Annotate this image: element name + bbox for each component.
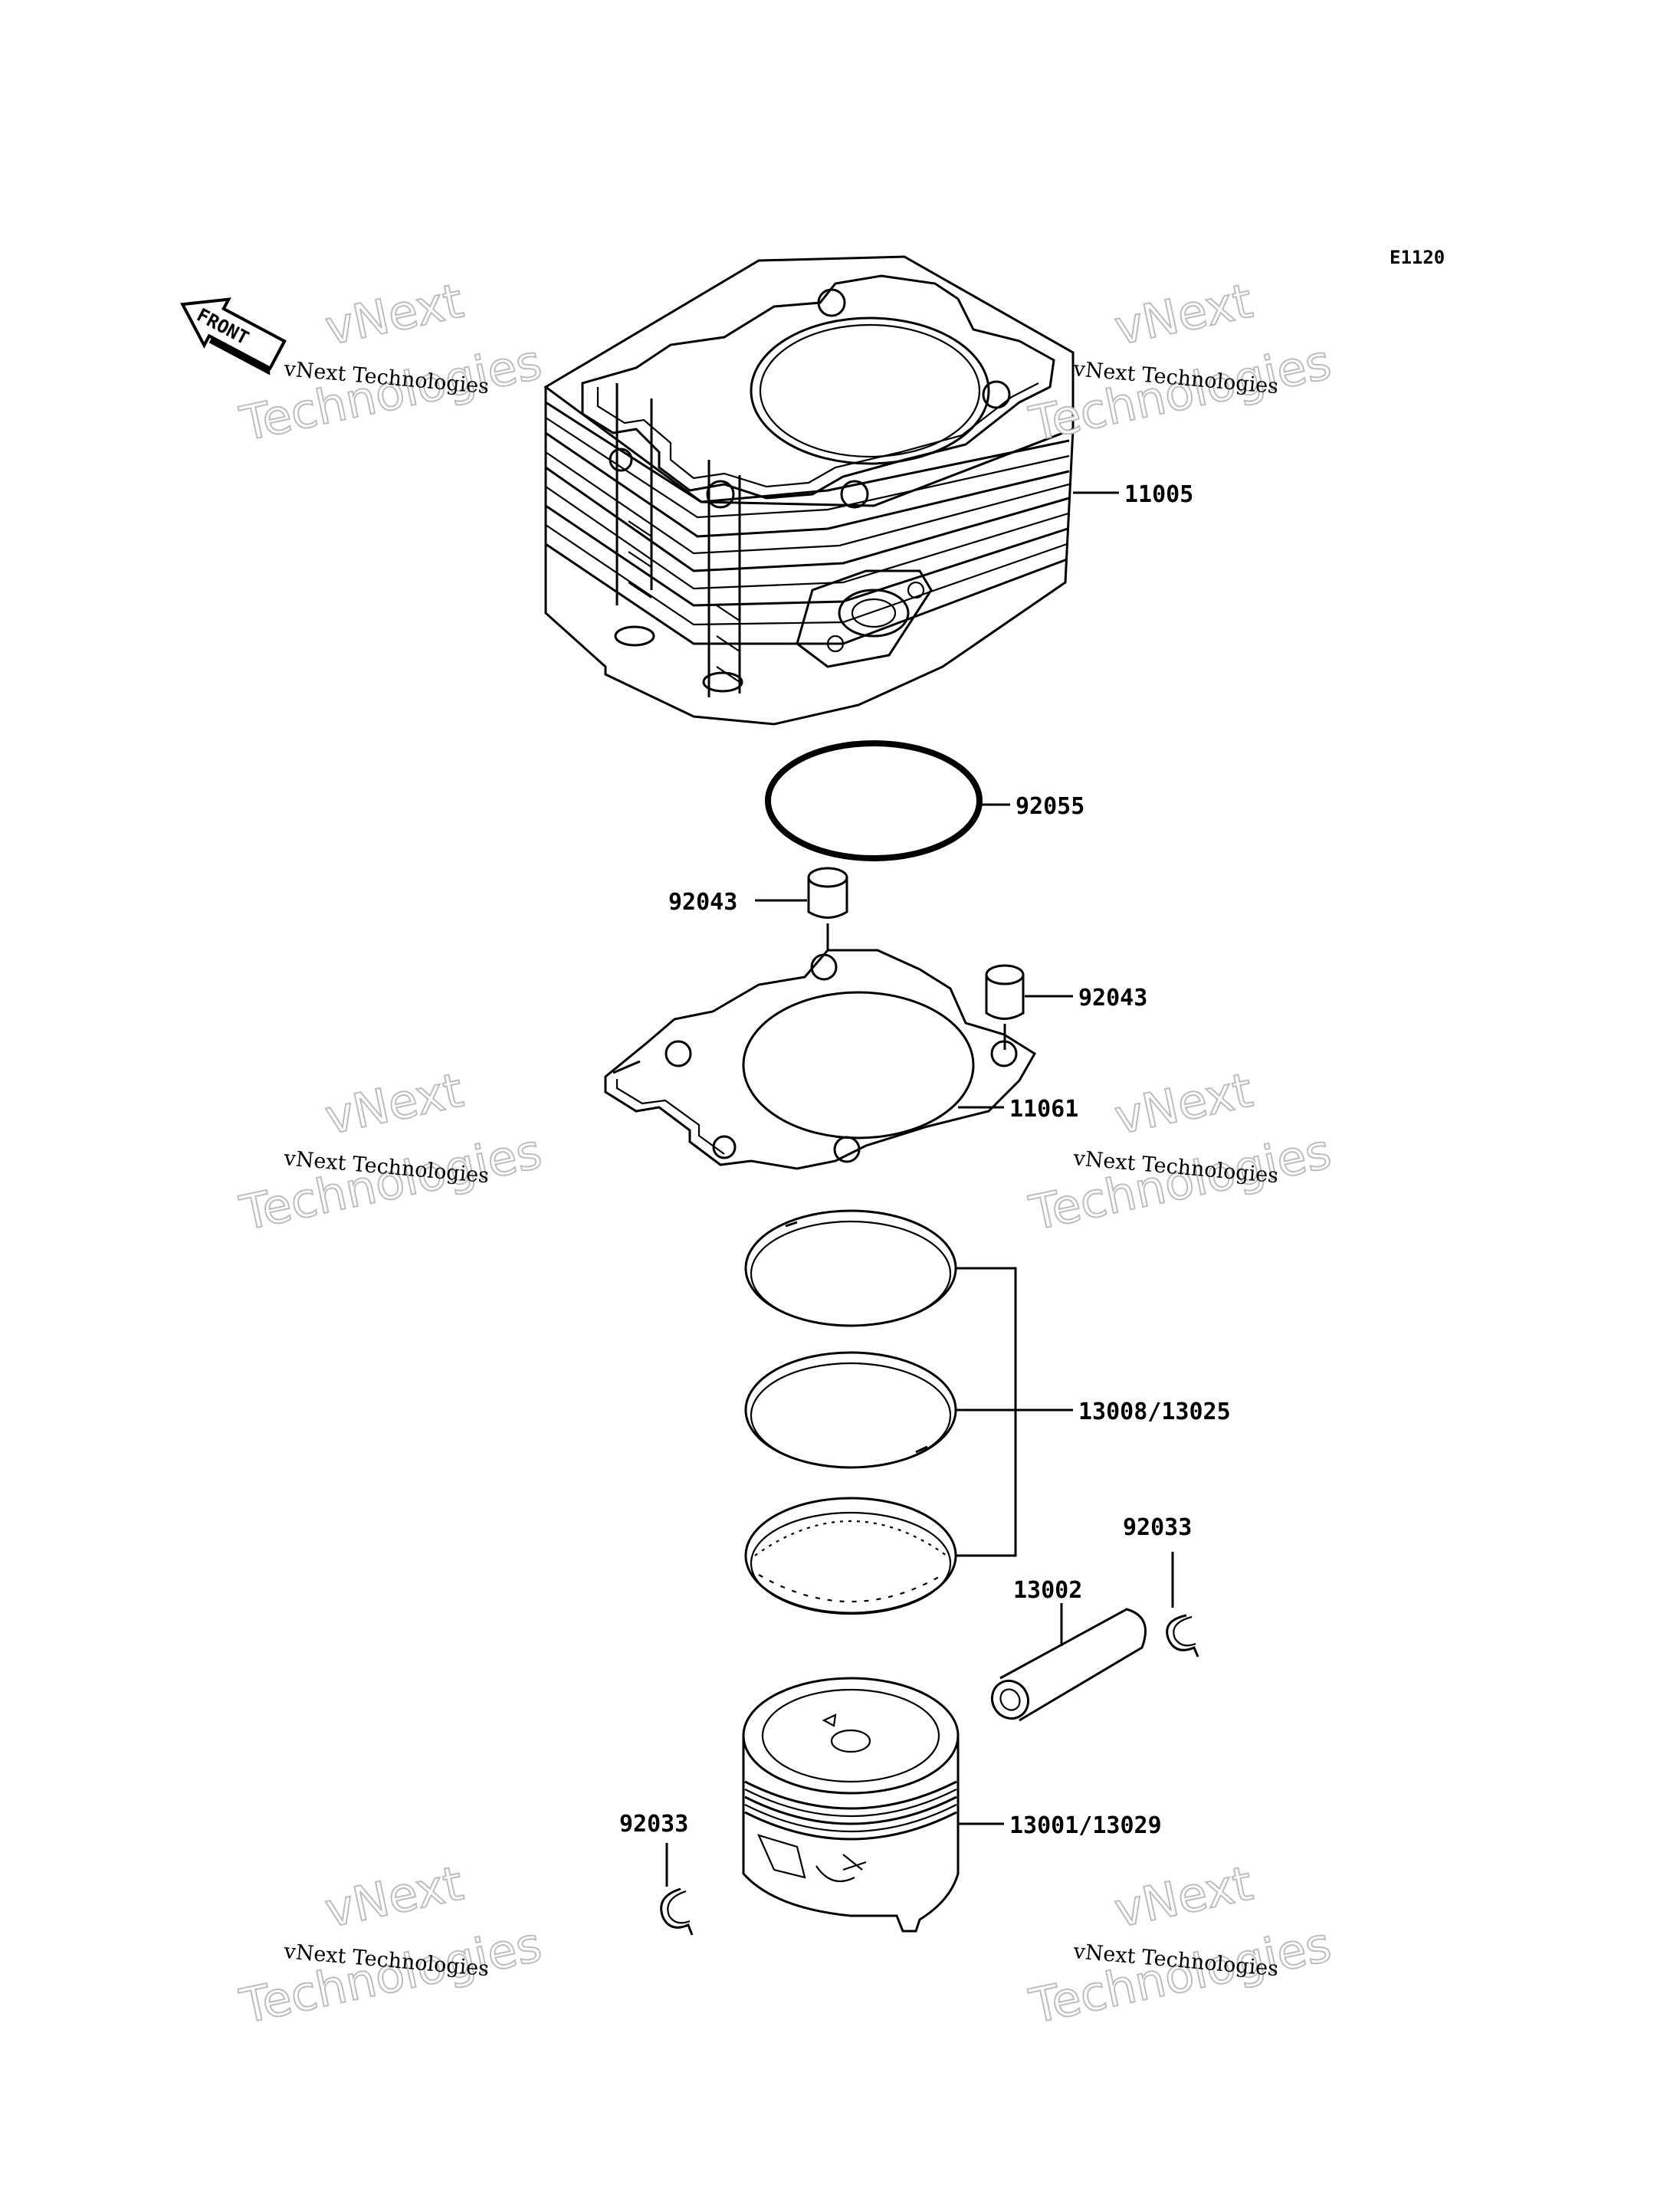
part-label-92055: 92055 — [1016, 793, 1084, 820]
part-label-11005: 11005 — [1124, 481, 1193, 508]
svg-text:vNext: vNext — [1110, 273, 1257, 356]
front-arrow-icon: FRONT — [180, 297, 287, 375]
svg-text:vNext: vNext — [320, 1855, 468, 1939]
part-label-92043-left: 92043 — [668, 889, 737, 916]
watermark-top-right: vNext Technologies vNext Technologies — [1024, 272, 1337, 453]
part-label-92033-right: 92033 — [1123, 1514, 1192, 1541]
o-ring-drawing — [765, 740, 1010, 861]
watermark-bottom-right: vNext Technologies vNext Technologies — [1024, 1854, 1337, 2035]
diagram-code: E1120 — [1390, 247, 1445, 268]
part-label-13001-13029: 13001/13029 — [1009, 1812, 1162, 1839]
part-label-92043-right: 92043 — [1078, 985, 1147, 1012]
watermark-middle-right: vNext Technologies vNext Technologies — [1024, 1061, 1337, 1242]
svg-text:vNext: vNext — [320, 273, 468, 356]
circlip-right-drawing — [1166, 1552, 1199, 1658]
dowel-pin-right-drawing — [985, 964, 1073, 1050]
svg-text:Technologies: Technologies — [235, 1916, 546, 2034]
svg-text:vNext: vNext — [1110, 1855, 1257, 1939]
svg-text:vNext: vNext — [320, 1062, 468, 1146]
dowel-pin-left-drawing — [755, 867, 848, 950]
circlip-left-drawing — [660, 1843, 694, 1936]
piston-drawing — [742, 1677, 1004, 1933]
watermark-top-left: vNext Technologies vNext Technologies — [235, 272, 547, 453]
svg-text:Technologies: Technologies — [1025, 1916, 1336, 2034]
cylinder-drawing — [543, 255, 1119, 726]
svg-text:vNext: vNext — [1110, 1062, 1257, 1146]
svg-text:Technologies: Technologies — [235, 1123, 546, 1241]
part-label-13002: 13002 — [1013, 1577, 1082, 1604]
part-label-13008-13025: 13008/13025 — [1078, 1399, 1231, 1425]
watermark-middle-left: vNext Technologies vNext Technologies — [235, 1061, 547, 1242]
svg-text:Technologies: Technologies — [235, 333, 546, 451]
svg-text:Technologies: Technologies — [1025, 1123, 1336, 1241]
piston-pin-drawing — [990, 1603, 1147, 1722]
part-label-92033-left: 92033 — [619, 1811, 688, 1838]
cylinder-gasket-drawing — [604, 949, 1037, 1170]
piston-rings-drawing — [744, 1209, 1073, 1615]
part-label-11061: 11061 — [1009, 1096, 1078, 1123]
watermark-bottom-left: vNext Technologies vNext Technologies — [235, 1854, 547, 2035]
